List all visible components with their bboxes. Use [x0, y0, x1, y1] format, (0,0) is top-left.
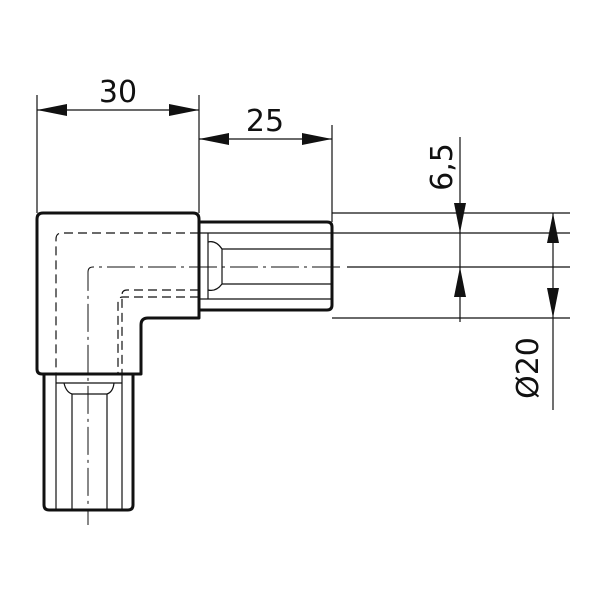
- elbow-hidden-outer: [55, 232, 199, 374]
- dimension-6-5-label: 6,5: [425, 143, 460, 191]
- right-spigot: [199, 220, 334, 312]
- elbow-body-outline: [35, 211, 201, 376]
- dimension-diameter-20-label: Ø20: [511, 337, 546, 399]
- bottom-spigot: [42, 374, 135, 512]
- elbow-hidden-inner: [117, 296, 199, 374]
- dimension-30-label: 30: [99, 75, 137, 110]
- dimension-diameter-20: Ø20: [332, 212, 570, 410]
- dimension-25-label: 25: [246, 104, 284, 139]
- dimension-30: 30: [36, 75, 200, 213]
- elbow-center-line: [87, 266, 340, 525]
- elbow-hidden-inner-2: [121, 289, 199, 374]
- dimension-25: 25: [199, 104, 333, 222]
- dimension-6-5: 6,5: [332, 137, 570, 322]
